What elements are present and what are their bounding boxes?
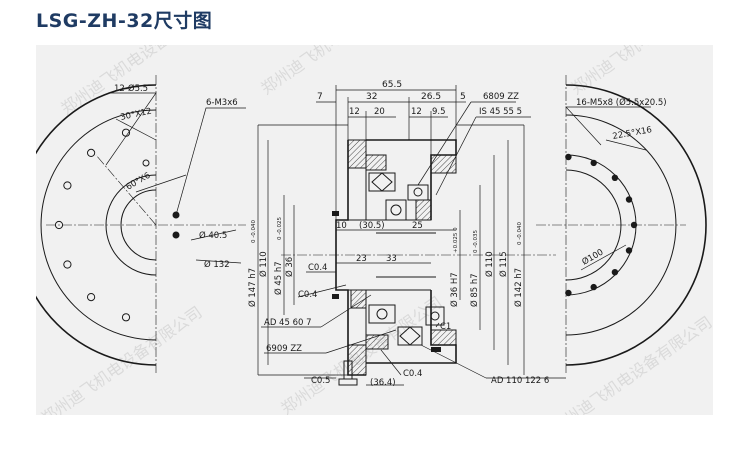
bolt-hole-icon [590,159,597,167]
svg-text:郑州迪飞机电设备有限公司: 郑州迪飞机电设备有限公司 [37,303,205,415]
dim-12b: 12 [411,107,422,117]
dim-30-5: (30.5) [359,221,385,231]
dim-dia-36-h7: Ø 36 H7 [449,272,460,307]
callout-seal-bottom: AD 110 122 6 [491,376,549,386]
right-thread-spec: 16-M5x8 (Ø5.5x20.5) [576,97,667,108]
callout-c0-4-c: C0.4 [403,369,422,379]
left-angle-top: 30°X12 [120,107,153,123]
callout-c0-4-b: C0.4 [298,290,317,300]
dim-dia-110-right: Ø 110 [484,251,495,277]
left-dia-outer: Ø 132 [204,259,230,270]
bearing-bottom-icon [368,304,445,346]
left-front-view: 12-Ø5.5 30°X12 6-M3x6 60°X6 Ø 40.5 Ø 132 [36,75,246,375]
tol-142: 0 -0.040 [517,222,523,245]
left-dia-inner: Ø 40.5 [199,230,227,241]
svg-text:郑州迪飞机电设备有限公司: 郑州迪飞机电设备有限公司 [547,313,713,415]
bolt-hole-icon [625,247,633,254]
right-bolt-holes [565,153,638,297]
dim-dia-110: Ø 110 [258,251,269,277]
dim-7: 7 [317,92,323,102]
left-hole-spec: 12-Ø5.5 [114,83,148,94]
callout-c0-5: C0.5 [311,376,330,386]
dim-5: 5 [460,92,466,102]
right-dia: Ø100 [580,247,605,268]
dim-20: 20 [374,107,385,117]
bolt-hole-icon [590,283,597,291]
bolt-hole-icon [625,196,633,203]
svg-text:郑州迪飞机电设备有限公司: 郑州迪飞机电设备有限公司 [57,45,225,118]
thread-hole-icon [142,159,150,167]
svg-text:郑州迪飞机电设备有限公司: 郑州迪飞机电设备有限公司 [567,45,713,98]
bolt-hole-icon [87,293,96,302]
tol-36: +0.025 0 [453,227,459,253]
bolt-hole-icon [611,269,619,276]
thread-hole-icon [172,231,180,239]
dim-dia-36: Ø 36 [284,257,295,277]
callout-seal-top: IS 45 55 5 [479,107,522,117]
dim-overall-width: 65.5 [382,80,402,90]
bolt-hole-icon [63,181,72,190]
callout-bearing-bottom: 6909 ZZ [266,344,302,354]
page-title: LSG-ZH-32尺寸图 [36,10,213,32]
tol-147: 0 -0.040 [251,220,257,243]
bolt-hole-icon [54,220,64,230]
left-angle-mid: 60°X6 [125,171,153,193]
bolt-hole-icon [611,174,619,181]
tol-45: 0 -0.025 [277,217,283,240]
drawing-panel: 郑州迪飞机电设备有限公司 郑州迪飞机电设备有限公司 郑州迪飞机电设备有限公司 郑… [36,45,713,415]
dim-dia-45: Ø 45 h7 [273,261,284,295]
dim-12a: 12 [349,107,360,117]
dim-dia-115: Ø 115 [498,251,509,277]
dim-9-5: 9.5 [432,107,446,117]
bolt-hole-icon [87,148,96,158]
callout-seal-left: AD 45 60 7 [264,318,312,328]
dim-25: 25 [412,221,423,231]
dim-26-5: 26.5 [421,92,441,102]
bolt-hole-icon [565,153,572,161]
callout-c0-4-a: C0.4 [308,263,327,273]
dim-36-4: (36.4) [370,378,396,388]
left-thread-spec: 6-M3x6 [206,98,238,108]
bolt-hole-icon [630,221,638,229]
dim-23: 23 [356,254,367,264]
technical-drawing: 郑州迪飞机电设备有限公司 郑州迪飞机电设备有限公司 郑州迪飞机电设备有限公司 郑… [36,45,713,415]
dim-33: 33 [386,254,397,264]
section-view: 65.5 7 32 26.5 5 12 20 12 9.5 6809 ZZ IS… [247,80,566,388]
bolt-hole-icon [565,289,572,297]
tol-85: 0 -0.035 [473,230,479,253]
dim-32: 32 [366,92,377,102]
dim-dia-147: Ø 147 h7 [247,268,258,307]
bearing-top-icon [368,172,429,221]
callout-bearing-top: 6809 ZZ [483,92,519,102]
dim-dia-142: Ø 142 h7 [513,268,524,307]
dim-dia-85: Ø 85 h7 [469,273,480,307]
dim-10: 10 [336,221,347,231]
bolt-hole-icon [121,313,131,322]
callout-c1: C1 [440,322,451,332]
bolt-hole-icon [63,260,72,269]
